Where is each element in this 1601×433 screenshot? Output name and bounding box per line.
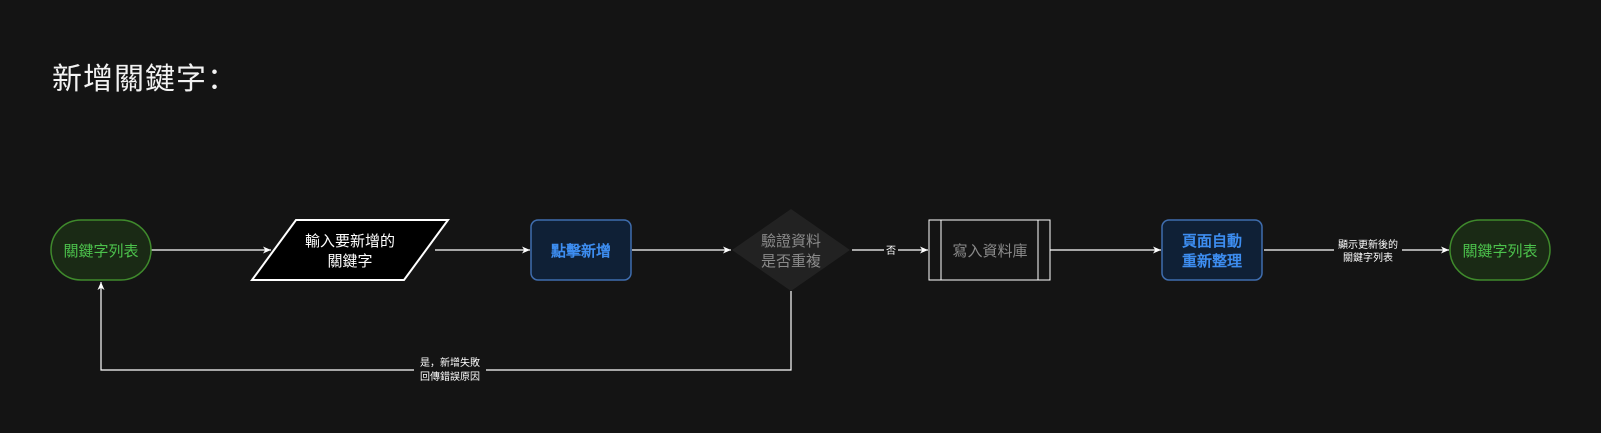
write-db-node xyxy=(928,219,1051,281)
edge-label-yes-fail-line2: 回傳錯誤原因 xyxy=(420,370,480,383)
edge-label-yes-fail-bg xyxy=(414,355,486,383)
edge-label-no: 否 xyxy=(886,245,896,257)
page-title: 新增關鍵字： xyxy=(52,62,238,97)
input-keyword-node xyxy=(250,219,450,281)
end-terminal-label: 關鍵字列表 xyxy=(1462,242,1537,260)
end-terminal-node xyxy=(1449,219,1551,281)
edge-label-display-bg xyxy=(1334,237,1402,265)
page-refresh-node xyxy=(1161,219,1263,281)
edge-label-yes-fail-line1: 是，新增失敗 xyxy=(420,356,480,369)
edge-label-no-bg xyxy=(884,243,898,257)
page-refresh-label-line1: 頁面自動 xyxy=(1182,232,1242,250)
click-add-node xyxy=(530,219,632,281)
start-terminal-label: 關鍵字列表 xyxy=(63,242,138,260)
start-terminal-node xyxy=(50,219,152,281)
input-keyword-label-line1: 輸入要新增的 xyxy=(305,232,395,250)
write-db-label: 寫入資料庫 xyxy=(952,242,1027,260)
edge-label-display-line1: 顯示更新後的 xyxy=(1338,238,1398,251)
validate-decision-label-line1: 驗證資料 xyxy=(761,232,821,250)
validate-decision-label-line2: 是否重複 xyxy=(761,252,821,270)
page-refresh-label-line2: 重新整理 xyxy=(1182,252,1242,270)
validate-decision-node xyxy=(732,209,850,291)
click-add-label: 點擊新增 xyxy=(551,242,611,260)
input-keyword-label-line2: 關鍵字 xyxy=(327,252,372,270)
edge-label-display-line2: 關鍵字列表 xyxy=(1343,251,1393,264)
